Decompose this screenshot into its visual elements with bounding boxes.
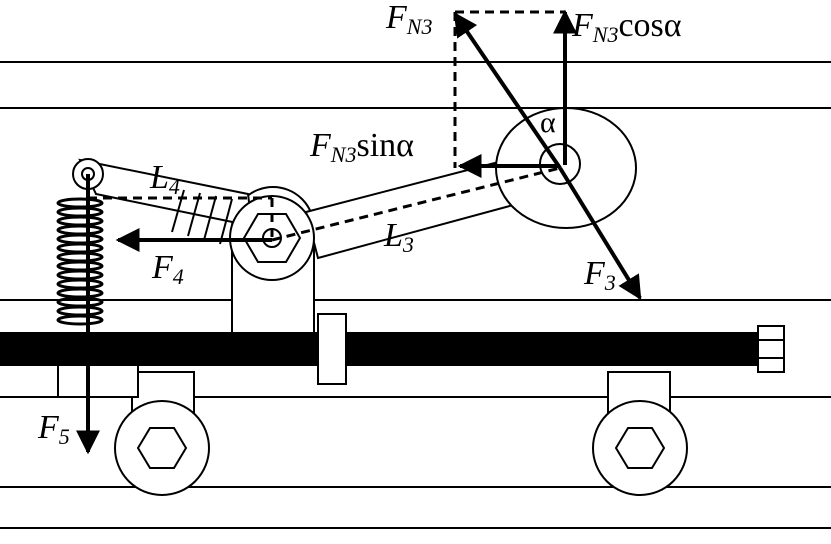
arrow-fn3: [453, 12, 562, 170]
arrow-f3: [558, 166, 642, 301]
spring: [56, 197, 104, 326]
force-arrows: [76, 9, 642, 455]
label-l4: L4: [149, 159, 180, 199]
construction-lines: [88, 10, 565, 242]
dash-l3: [271, 166, 561, 242]
left-wheel-nut: [136, 427, 188, 469]
right-wheel-nut: [614, 427, 666, 469]
label-f4: F4: [151, 249, 184, 289]
lever-arm: [304, 156, 530, 260]
rod-collar: [317, 313, 347, 385]
label-fn3-cos: FN3cosα: [571, 7, 682, 47]
left-wheel: [114, 371, 210, 496]
label-fn3: FN3: [385, 0, 432, 39]
label-f5: F5: [37, 409, 70, 449]
threaded-rod: [0, 332, 760, 366]
label-alpha: α: [540, 106, 556, 139]
rod-end-nut: [757, 325, 785, 373]
label-fn3-sin: FN3sinα: [309, 127, 414, 167]
right-wheel: [592, 371, 688, 496]
label-f3: F3: [583, 255, 616, 295]
carriage-block: [57, 361, 139, 398]
label-l3: L3: [383, 217, 414, 257]
